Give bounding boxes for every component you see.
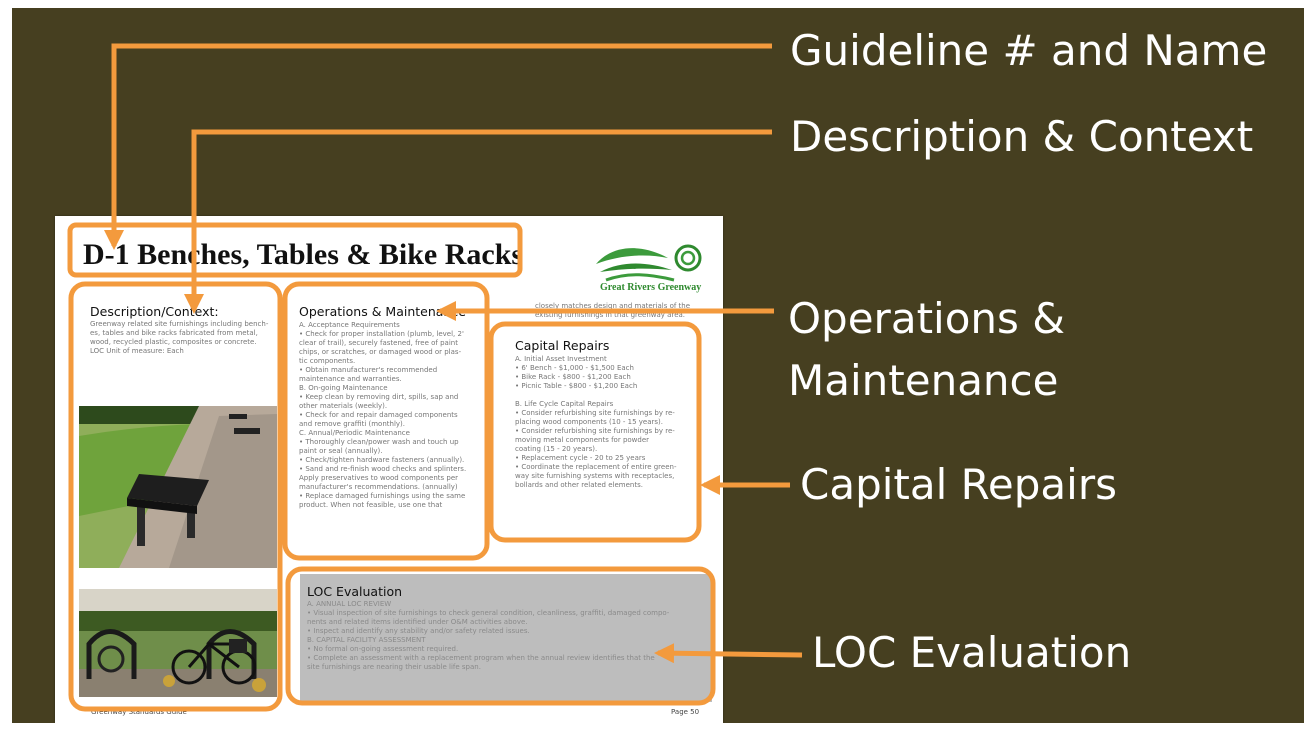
capital-heading: Capital Repairs	[515, 338, 610, 353]
capital-line: • Consider refurbishing site furnishings…	[515, 427, 675, 435]
capital-line: • 6' Bench - $1,000 - $1,500 Each	[515, 364, 634, 372]
capital-line: • Picnic Table - $800 - $1,200 Each	[515, 382, 638, 390]
callout-guideline: Guideline # and Name	[790, 26, 1268, 75]
capital-line: A. Initial Asset Investment	[515, 355, 607, 363]
operations-line: • Check for and repair damaged component…	[299, 411, 458, 419]
loc-line: • Inspect and identify any stability and…	[307, 627, 530, 635]
loc-line: • Visual inspection of site furnishings …	[307, 609, 670, 617]
operations-line: C. Annual/Periodic Maintenance	[299, 429, 410, 437]
callout-capital: Capital Repairs	[800, 460, 1117, 509]
description-line: Greenway related site furnishings includ…	[90, 320, 269, 328]
capital-line: • Bike Rack - $800 - $1,200 Each	[515, 373, 631, 381]
operations-line: paint or seal (annually).	[299, 447, 383, 455]
description-line: wood, recycled plastic, composites or co…	[90, 338, 257, 346]
guideline-box	[67, 222, 523, 278]
operations-line: A. Acceptance Requirements	[299, 321, 400, 329]
loc-line: nents and related items identified under…	[307, 618, 528, 626]
loc-highlight	[300, 574, 712, 702]
bike-rack-photo-icon	[79, 589, 277, 697]
operations-line: product. When not feasible, use one that	[299, 501, 443, 509]
operations-box	[282, 281, 490, 561]
capital-line: way site furnishing systems with recepta…	[515, 472, 675, 480]
continued-line: closely matches design and materials of …	[535, 302, 691, 310]
capital-line: B. Life Cycle Capital Repairs	[515, 400, 614, 408]
loc-heading: LOC Evaluation	[307, 584, 403, 599]
continued-text: closely matches design and materials of …	[535, 302, 690, 320]
capital-line: placing wood components (10 - 15 years).	[515, 418, 663, 426]
callout-operations-line1: Operations &	[788, 294, 1065, 343]
operations-body: A. Acceptance Requirements • Check for p…	[299, 321, 466, 510]
description-box	[68, 281, 283, 712]
operations-line: • Check/tighten hardware fasteners (annu…	[299, 456, 465, 464]
callout-description: Description & Context	[790, 112, 1254, 161]
loc-box	[285, 566, 716, 706]
document-page: D-1 Benches, Tables & Bike Racks Great R…	[55, 216, 723, 723]
capital-line: coating (15 - 20 years).	[515, 445, 598, 453]
callout-loc: LOC Evaluation	[812, 628, 1132, 677]
loc-body: A. ANNUAL LOC REVIEW • Visual inspection…	[307, 600, 669, 672]
capital-line: • Coordinate the replacement of entire g…	[515, 463, 677, 471]
operations-line: maintenance and warranties.	[299, 375, 402, 383]
capital-line: • Consider refurbishing site furnishings…	[515, 409, 675, 417]
capital-line: moving metal components for powder	[515, 436, 650, 444]
callout-operations-line2: Maintenance	[788, 356, 1059, 405]
operations-line: clear of trail), securely fastened, free…	[299, 339, 458, 347]
operations-line: chips, or scratches, or damaged wood or …	[299, 348, 462, 356]
bench-photo-icon	[79, 406, 277, 568]
operations-line: • Obtain manufacturer's recommended	[299, 366, 438, 374]
description-line: LOC Unit of measure: Each	[90, 347, 184, 355]
operations-heading: Operations & Maintenance	[299, 304, 466, 319]
annotation-overlay	[67, 43, 803, 712]
operations-line: • Check for proper installation (plumb, …	[299, 330, 464, 338]
capital-body: A. Initial Asset Investment • 6' Bench -…	[515, 355, 676, 490]
operations-line: Apply preservatives to wood components p…	[299, 474, 459, 482]
operations-line: • Keep clean by removing dirt, spills, s…	[299, 393, 459, 401]
logo-text: Great Rivers Greenway	[600, 282, 702, 293]
operations-line: B. On-going Maintenance	[299, 384, 388, 392]
operations-line: other materials (weekly).	[299, 402, 388, 410]
operations-line: • Thoroughly clean/power wash and touch …	[299, 438, 459, 446]
slide: Guideline # and Name Description & Conte…	[12, 8, 1304, 723]
loc-line: • No formal on-going assessment required…	[307, 645, 459, 653]
loc-line: site furnishings are nearing their usabl…	[307, 663, 481, 671]
footer-right: Page 50	[671, 708, 700, 716]
loc-line: • Complete an assessment with a replacem…	[307, 654, 655, 662]
great-rivers-greenway-logo-icon	[596, 244, 702, 282]
capital-line: • Replacement cycle - 20 to 25 years	[515, 454, 646, 462]
operations-line: tic components.	[299, 357, 356, 365]
operations-line: • Replace damaged furnishings using the …	[299, 492, 466, 500]
loc-line: A. ANNUAL LOC REVIEW	[307, 600, 392, 608]
capital-box	[488, 321, 702, 543]
operations-line: manufacturer's recommendations. (annuall…	[299, 483, 458, 491]
description-body: Greenway related site furnishings includ…	[90, 320, 268, 356]
loc-arrow	[654, 643, 803, 664]
operations-line: • Sand and re-finish wood checks and spl…	[299, 465, 467, 473]
capital-line: bollards and other related elements.	[515, 481, 643, 489]
continued-line: existing furnishings in that greenway ar…	[535, 311, 686, 319]
guideline-arrow	[104, 43, 772, 250]
guideline-title: D-1 Benches, Tables & Bike Racks	[83, 238, 524, 271]
description-arrow	[184, 129, 772, 314]
operations-line: and remove graffiti (monthly).	[299, 420, 405, 428]
loc-line: B. CAPITAL FACILITY ASSESSMENT	[307, 636, 426, 644]
footer-left: Greenway Standards Guide	[91, 708, 187, 716]
description-line: es, tables and bike racks fabricated fro…	[90, 329, 258, 337]
